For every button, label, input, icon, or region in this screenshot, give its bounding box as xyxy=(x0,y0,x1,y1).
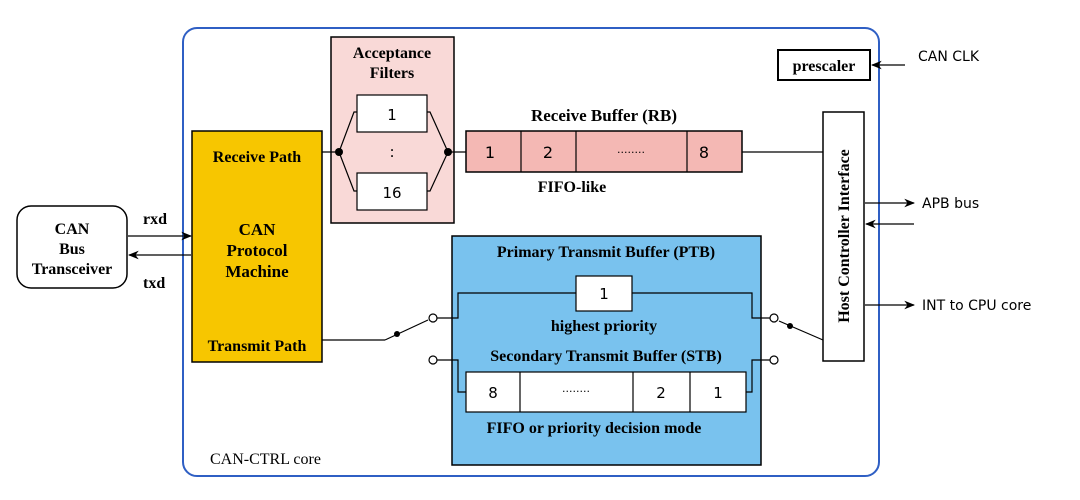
stb-box xyxy=(465,371,747,413)
filter-16-box xyxy=(356,172,428,211)
receive-path-label: Receive Path xyxy=(213,149,302,166)
rb-cell-8: 8 xyxy=(699,143,709,162)
receive-buffer-box xyxy=(465,130,743,173)
int-label: INT to CPU core xyxy=(922,298,1031,314)
filter-right-node xyxy=(444,148,452,156)
transmit-path-label: Transmit Path xyxy=(208,338,307,355)
filter-1-box xyxy=(356,94,428,133)
ptb-note: highest priority xyxy=(551,318,657,335)
acceptance-filters-title-2: Filters xyxy=(370,65,414,82)
protocol-machine-line-1: CAN xyxy=(239,220,277,239)
stb-cell-8: 8 xyxy=(488,384,498,402)
protocol-machine-box xyxy=(191,130,323,363)
protocol-machine-line-3: Machine xyxy=(225,262,289,281)
apb-bus-label: APB bus xyxy=(922,196,979,212)
rb-cell-2: 2 xyxy=(543,143,553,162)
ptb-title: Primary Transmit Buffer (PTB) xyxy=(497,244,715,261)
filter-1-label: 1 xyxy=(387,106,397,124)
transceiver-box xyxy=(16,205,128,289)
filter-left-node xyxy=(335,148,343,156)
receive-buffer-note: FIFO-like xyxy=(538,179,606,196)
stb-note: FIFO or priority decision mode xyxy=(487,420,702,437)
tx-left-switch xyxy=(322,313,438,365)
txd-label: txd xyxy=(143,275,165,292)
receive-buffer-title: Receive Buffer (RB) xyxy=(531,106,677,125)
prescaler-label: prescaler xyxy=(793,58,856,75)
can-clk-label: CAN CLK xyxy=(918,49,980,65)
filter-16-label: 16 xyxy=(382,184,401,202)
transceiver-line-2: Bus xyxy=(59,241,85,258)
prescaler-box xyxy=(777,49,871,81)
stb-cell-ellipsis: ········ xyxy=(562,385,590,398)
protocol-machine-line-2: Protocol xyxy=(226,241,287,260)
acceptance-filters-title-1: Acceptance xyxy=(353,45,431,62)
host-interface-box xyxy=(822,111,865,362)
transceiver-line-1: CAN xyxy=(55,221,90,238)
stb-cell-1: 1 xyxy=(713,384,723,402)
rb-cell-ellipsis: ········ xyxy=(617,146,645,159)
host-interface-label: Host Controller Interface xyxy=(836,149,853,323)
tx-right-switch xyxy=(769,313,824,365)
rxd-label: rxd xyxy=(143,211,167,228)
filter-ellipsis: : xyxy=(389,143,394,161)
core-label: CAN-CTRL core xyxy=(210,451,321,468)
rb-cell-1: 1 xyxy=(485,143,495,162)
stb-cell-2: 2 xyxy=(656,384,666,402)
stb-title: Secondary Transmit Buffer (STB) xyxy=(490,348,722,365)
transmit-buffers-box xyxy=(451,235,762,466)
ptb-wiring xyxy=(437,292,770,319)
ptb-cell: 1 xyxy=(599,285,609,303)
transceiver-line-3: Transceiver xyxy=(32,261,113,278)
stb-wiring xyxy=(437,359,770,393)
